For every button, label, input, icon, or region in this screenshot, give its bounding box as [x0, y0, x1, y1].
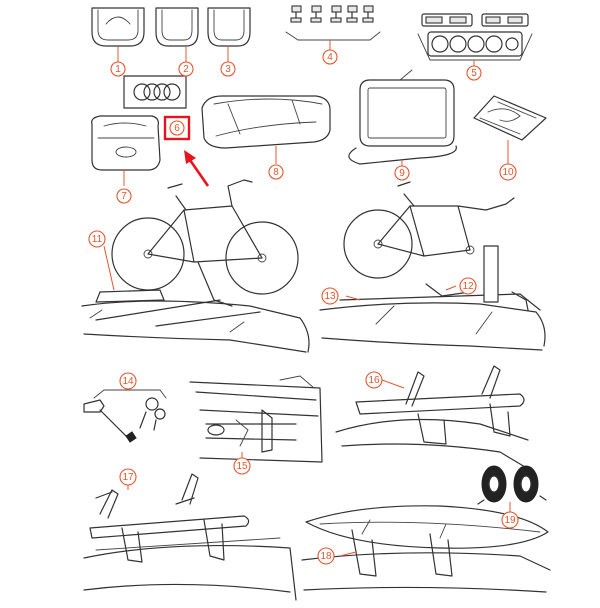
callout-circle: [169, 120, 185, 136]
bolt-icon: [330, 5, 342, 23]
four-rings-logo: [123, 75, 187, 109]
callout-1: 1: [110, 61, 126, 77]
callout-label: 17: [122, 472, 134, 483]
callout-label: 2: [183, 64, 189, 75]
callout-label: 13: [324, 291, 336, 302]
callout-11: 11: [88, 230, 106, 248]
bolt-icon: [362, 5, 374, 23]
callout-18: 18: [317, 547, 335, 565]
callout-10: 10: [499, 163, 517, 181]
callout-6-highlight-box: [163, 115, 191, 141]
callout-circle: [119, 468, 137, 486]
callout-label: 6: [174, 123, 180, 134]
callout-12: 12: [459, 277, 477, 295]
callout-circle: [178, 61, 194, 77]
bolt-icon: [310, 5, 322, 23]
callout-circle: [119, 372, 137, 390]
callout-circle: [317, 547, 335, 565]
callout-circle: [365, 371, 383, 389]
callout-label: 1: [115, 64, 121, 75]
callout-label: 10: [502, 167, 514, 178]
clamp-set: [421, 13, 529, 57]
roof-box-2: [155, 7, 199, 47]
carrier-bag-9: [348, 69, 457, 165]
callout-circle: [116, 188, 132, 204]
callout-6: 6: [169, 120, 185, 136]
callout-circle: [394, 165, 410, 181]
roof-box-3: [207, 7, 251, 47]
callout-4: 4: [322, 49, 338, 65]
callout-label: 14: [122, 376, 134, 387]
callout-circle: [501, 511, 519, 529]
bolt-icon: [290, 5, 302, 23]
callout-circle: [459, 277, 477, 295]
callout-3: 3: [220, 61, 236, 77]
callout-label: 3: [225, 64, 231, 75]
bicycle-icon: [111, 179, 299, 295]
mounting-bolts-set: [290, 5, 374, 23]
callout-label: 9: [399, 168, 405, 179]
callout-label: 15: [236, 461, 248, 472]
strap-icon: [477, 465, 547, 505]
callout-circle: [321, 287, 339, 305]
ski-carrier-icon: [335, 365, 531, 471]
callout-circle: [110, 61, 126, 77]
cleaning-cloth-10: [473, 95, 547, 141]
callout-15: 15: [233, 457, 251, 475]
bike-carrier-scene-left: [81, 179, 310, 353]
callout-circle: [88, 230, 106, 248]
callout-16: 16: [365, 371, 383, 389]
callout-9: 9: [394, 165, 410, 181]
callout-label: 18: [320, 551, 332, 562]
callout-7: 7: [116, 188, 132, 204]
callout-label: 8: [273, 167, 279, 178]
callout-13: 13: [321, 287, 339, 305]
callout-label: 7: [121, 191, 127, 202]
callout-label: 16: [368, 375, 380, 386]
callout-circle: [268, 164, 284, 180]
bicycle-icon: [343, 181, 515, 279]
storage-bag-7: [91, 115, 161, 171]
callout-19: 19: [501, 511, 519, 529]
roof-box-1: [91, 7, 145, 47]
callout-2: 2: [178, 61, 194, 77]
callout-14: 14: [119, 372, 137, 390]
bolt-icon: [346, 5, 358, 23]
callout-label: 4: [327, 52, 333, 63]
callout-circle: [499, 163, 517, 181]
callout-label: 11: [92, 234, 103, 245]
callout-circle: [466, 65, 482, 81]
highlight-arrow: [184, 150, 210, 187]
roof-rail-detail-15: [189, 375, 323, 463]
callout-17: 17: [119, 468, 137, 486]
callout-label: 19: [504, 515, 516, 526]
callout-circle: [220, 61, 236, 77]
callout-label: 5: [471, 68, 477, 79]
callout-5: 5: [466, 65, 482, 81]
callout-circle: [233, 457, 251, 475]
ski-bag-8: [201, 95, 331, 149]
bike-carrier-scene-right: [319, 181, 546, 351]
snowboard-carrier-17: [83, 473, 297, 601]
tool-set-14: [83, 397, 166, 443]
callout-circle: [322, 49, 338, 65]
callout-8: 8: [268, 164, 284, 180]
callout-label: 12: [462, 281, 474, 292]
